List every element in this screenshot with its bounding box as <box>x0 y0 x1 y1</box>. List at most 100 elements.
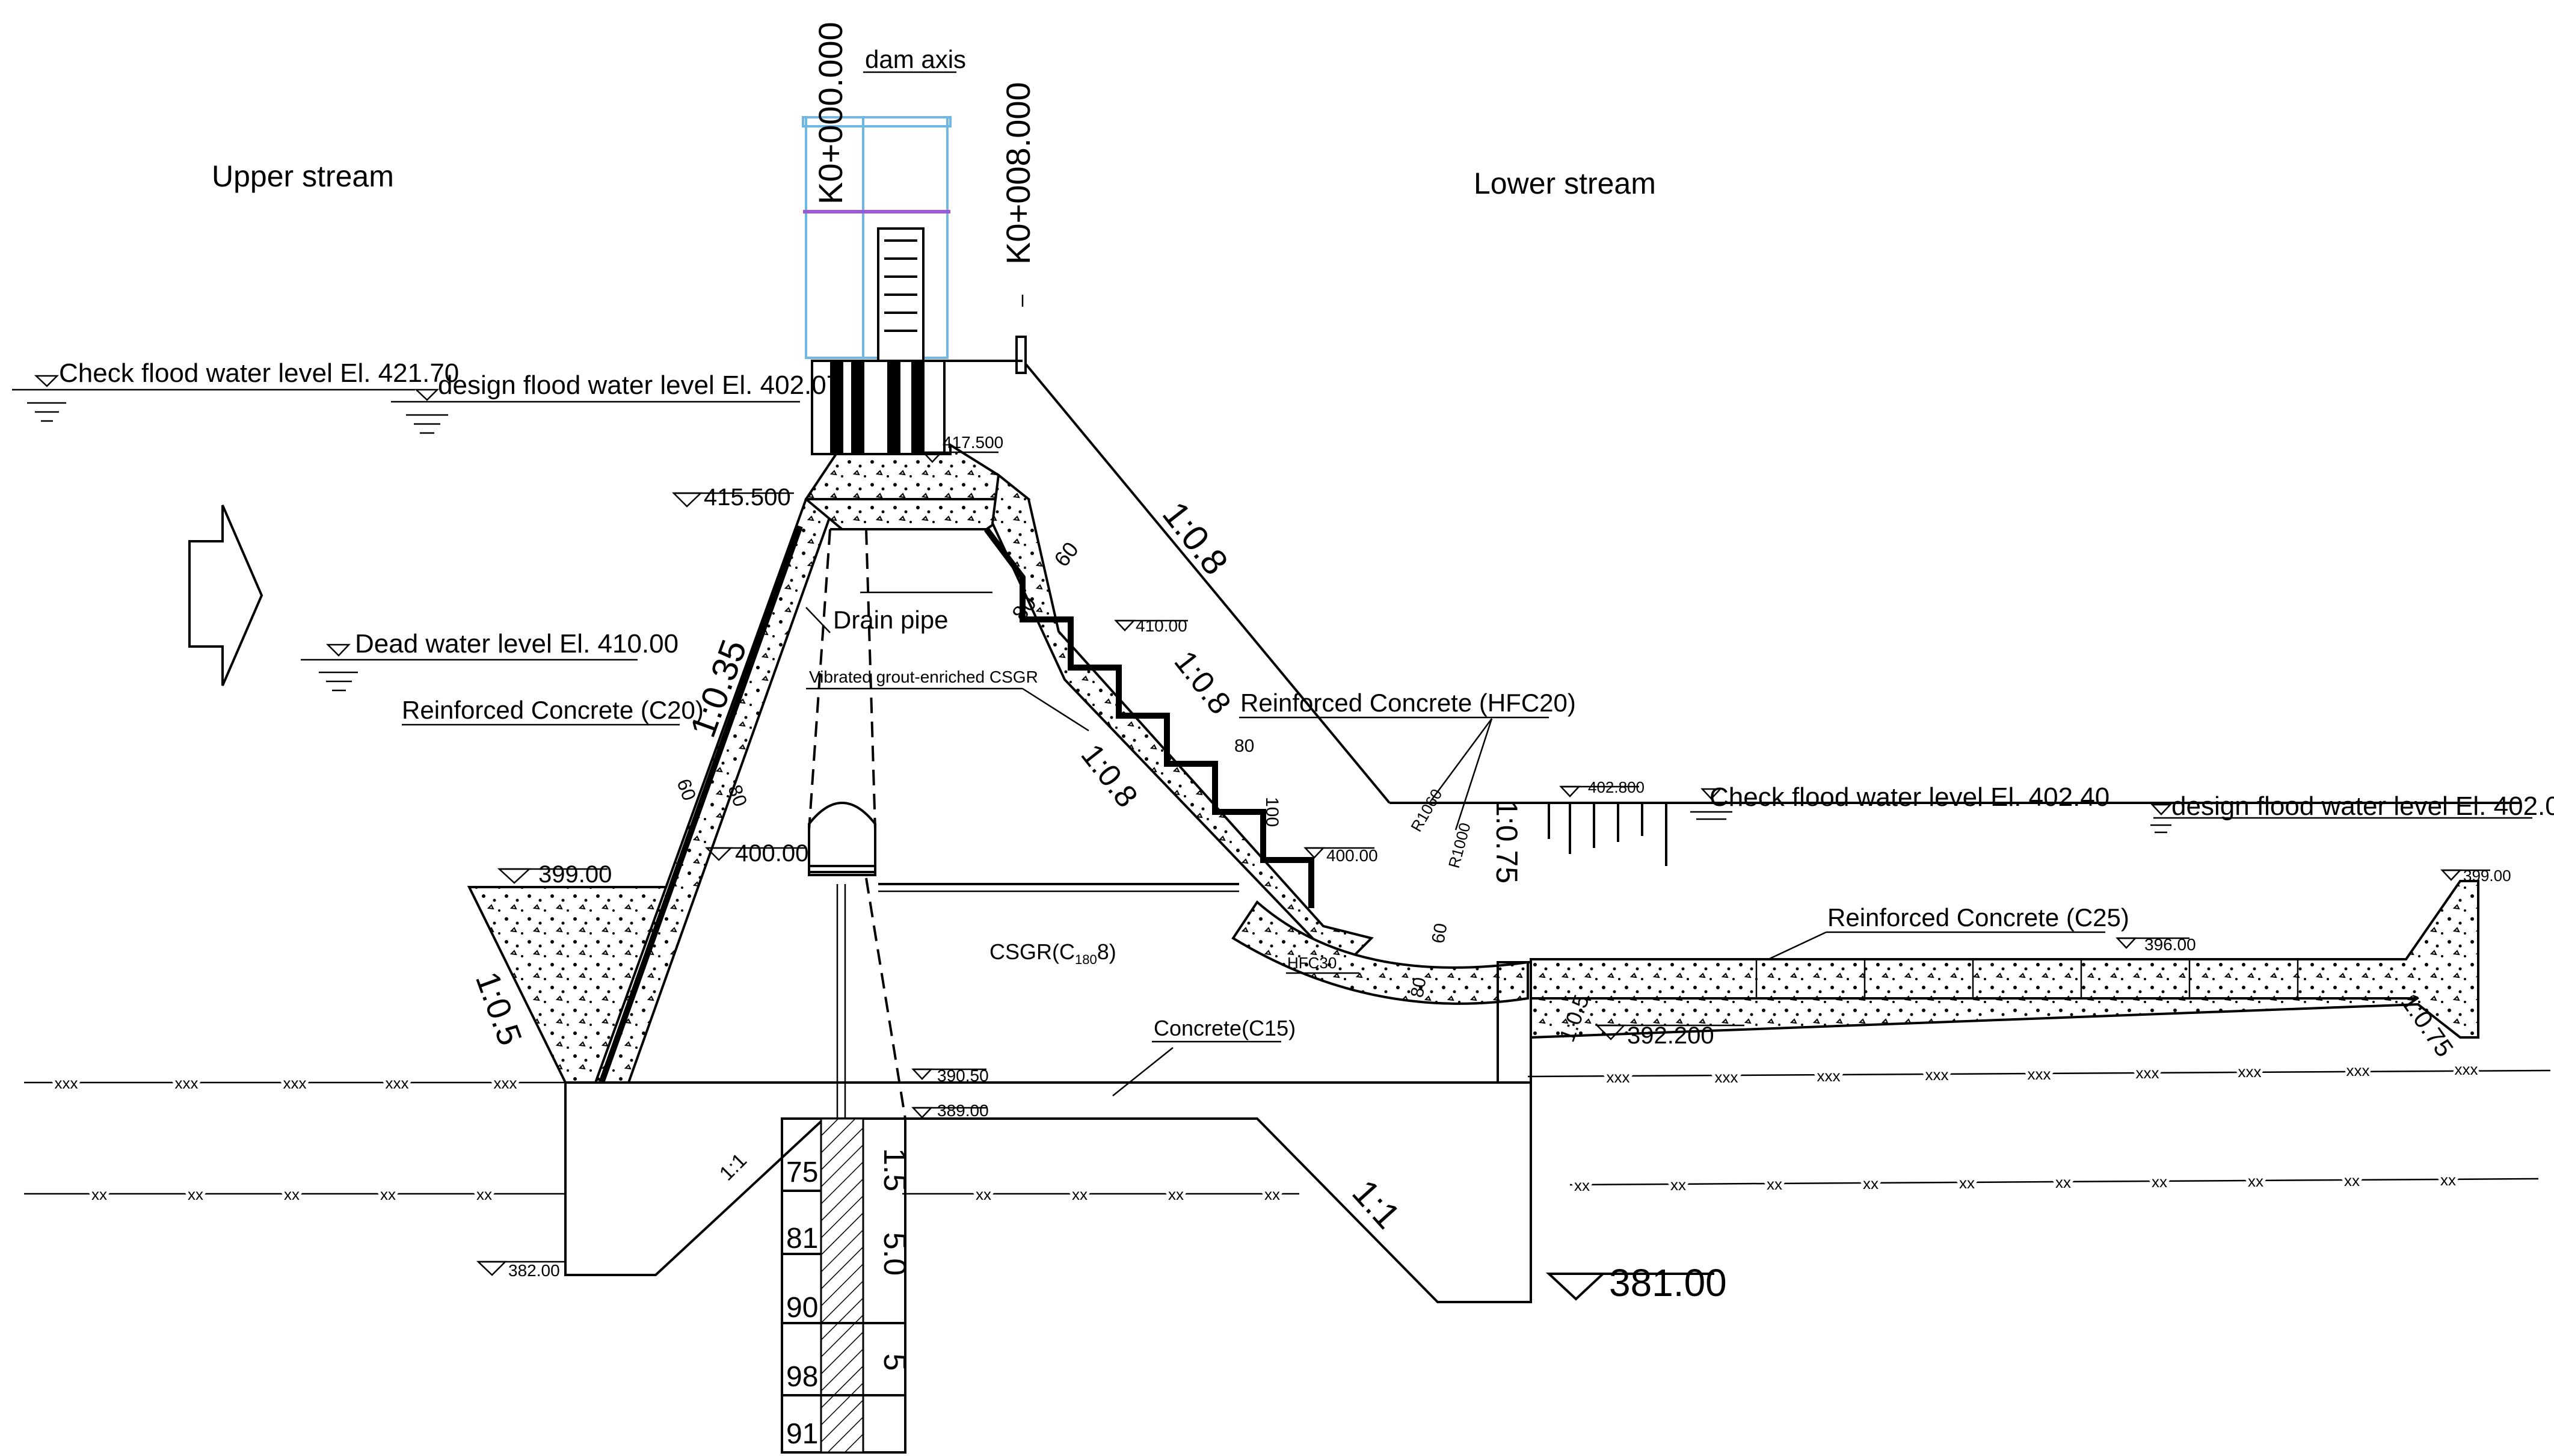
svg-text:415.500: 415.500 <box>704 484 791 511</box>
elevation-399-right: 399.00 <box>2440 867 2511 885</box>
log-side-value: 5 <box>877 1354 912 1371</box>
rock-line-lower: xx xx xx xx xx xx xx xx xx xx xx xx xx x… <box>24 1168 2539 1206</box>
downstream-slope-line <box>1024 363 2520 804</box>
rc-c20-label: Reinforced Concrete (C20) <box>402 696 704 724</box>
tailwater-piers <box>1548 803 1667 866</box>
elevation-396: 396.00 <box>2116 935 2196 954</box>
rock-mark: xxx <box>2238 1063 2262 1081</box>
rock-mark: xx <box>2344 1172 2360 1190</box>
rock-mark: xx <box>1574 1176 1590 1194</box>
water-level-upstream-check: Check flood water level El. 421.70 <box>12 358 459 422</box>
dead-water-label: Dead water level El. 410.00 <box>355 629 679 659</box>
rc-hfc20-label: Reinforced Concrete (HFC20) <box>1240 689 1576 717</box>
apron-slab <box>1530 880 2479 1039</box>
rock-mark: xx <box>976 1185 991 1203</box>
rock-mark: xx <box>1863 1175 1879 1193</box>
radius-1060: R1060 <box>1407 786 1445 835</box>
svg-text:381.00: 381.00 <box>1609 1261 1727 1304</box>
downstream-stepped-face <box>984 473 1374 970</box>
slope-1-0-8-mid: 1:0.8 <box>1168 645 1238 721</box>
rock-mark: xxx <box>494 1074 517 1092</box>
radius-1000: R1000 <box>1445 821 1474 870</box>
water-level-downstream-design: design flood water level El. 402.07 <box>2150 791 2554 834</box>
elevation-399-left: 399.00 <box>497 861 612 888</box>
concrete-c15-label: Concrete(C15) <box>1154 1016 1296 1040</box>
upstream-rc-face <box>594 498 838 1084</box>
rock-mark: xx <box>284 1185 300 1203</box>
station-markers: dam axis K0+000.000 K0+008.000 <box>811 22 1037 307</box>
vibrated-csgr-label: Vibrated grout-enriched CSGR <box>809 668 1038 686</box>
design-flood-down-label: design flood water level El. 402.07 <box>2171 791 2554 821</box>
slope-1-1-right: 1:1 <box>1344 1172 1408 1236</box>
station-k0-000: K0+000.000 <box>811 22 849 204</box>
rock-mark: xx <box>91 1185 107 1203</box>
rock-mark: xx <box>476 1185 492 1203</box>
rock-mark: xxx <box>2028 1065 2051 1083</box>
rock-mark: xxx <box>2346 1061 2370 1080</box>
rock-mark: xx <box>2440 1171 2456 1189</box>
rock-mark: xx <box>2248 1172 2263 1190</box>
svg-text:390.50: 390.50 <box>937 1066 989 1085</box>
dim-80: 80 <box>1407 976 1430 1000</box>
svg-text:382.00: 382.00 <box>508 1261 560 1280</box>
svg-text:389.00: 389.00 <box>937 1101 989 1120</box>
stilling-bucket <box>1231 900 1532 1084</box>
gate-structure <box>802 116 1027 455</box>
foundation-outline <box>564 1047 1532 1303</box>
lower-stream-label: Lower stream <box>1474 167 1656 200</box>
svg-text:396.00: 396.00 <box>2144 935 2196 954</box>
elevation-389: 389.00 <box>911 1101 989 1120</box>
drain-pipe-label: Drain pipe <box>833 606 948 634</box>
rock-mark: xxx <box>283 1074 307 1092</box>
dim-60: 60 <box>672 776 700 803</box>
log-value: 98 <box>786 1361 818 1393</box>
log-value: 90 <box>786 1292 818 1324</box>
svg-text:410.00: 410.00 <box>1136 616 1187 635</box>
rock-mark: xx <box>380 1185 396 1203</box>
rock-mark: xxx <box>2455 1060 2478 1078</box>
log-side-value: 5.0 <box>877 1232 912 1276</box>
dim-60: 60 <box>1428 922 1451 945</box>
elevation-382: 382.00 <box>476 1261 565 1280</box>
rock-mark: xxx <box>1817 1067 1841 1085</box>
hfc30-label: HFC30 <box>1287 954 1337 972</box>
check-flood-up-label: Check flood water level El. 421.70 <box>59 358 459 388</box>
rock-mark: xxx <box>175 1074 198 1092</box>
elevation-415-5: 415.500 <box>671 484 794 511</box>
rock-mark: xx <box>1670 1176 1686 1194</box>
rock-mark: xxx <box>1715 1068 1738 1086</box>
elevation-400-left: 400.00 <box>704 840 808 867</box>
rock-mark: xx <box>2055 1173 2071 1191</box>
svg-text:417.500: 417.500 <box>943 433 1003 452</box>
check-flood-down-label: Check flood water level El. 402.40 <box>1709 782 2109 812</box>
log-value: 91 <box>786 1418 818 1450</box>
rock-mark: xxx <box>386 1074 409 1092</box>
csgr-label: CSGR(C1808) <box>989 939 1116 967</box>
dim-60: 60 <box>1049 537 1083 571</box>
water-level-downstream-check: Check flood water level El. 402.40 <box>1690 782 2109 820</box>
log-side-value: 1.5 <box>877 1148 912 1191</box>
station-k0-008: K0+008.000 <box>999 82 1037 265</box>
rc-c25-label: Reinforced Concrete (C25) <box>1827 903 2129 932</box>
log-value: 81 <box>786 1223 818 1255</box>
svg-text:400.00: 400.00 <box>1326 846 1378 865</box>
dim-80: 80 <box>1234 736 1254 756</box>
rock-mark: xx <box>1168 1185 1184 1203</box>
upper-stream-label: Upper stream <box>212 159 394 193</box>
elevation-417-5: 417.500 <box>922 433 1003 463</box>
rock-mark: xx <box>1959 1174 1975 1192</box>
slope-1-0-75-a: 1:0.75 <box>1490 800 1524 883</box>
svg-text:399.00: 399.00 <box>538 861 612 888</box>
elevation-400-right: 400.00 <box>1303 846 1378 865</box>
dim-100: 100 <box>1262 797 1282 827</box>
elevation-402-8: 402.800 <box>1559 778 1645 797</box>
rock-mark: xx <box>188 1185 203 1203</box>
rock-mark: xx <box>2152 1173 2167 1191</box>
rock-mark: xxx <box>1607 1068 1630 1086</box>
dam-axis-label: dam axis <box>865 45 966 73</box>
slope-1-0-8-top: 1:0.8 <box>1155 494 1236 582</box>
rock-mark: xx <box>1072 1185 1088 1203</box>
flow-direction-arrow <box>188 505 263 686</box>
svg-text:399.00: 399.00 <box>2463 867 2511 885</box>
